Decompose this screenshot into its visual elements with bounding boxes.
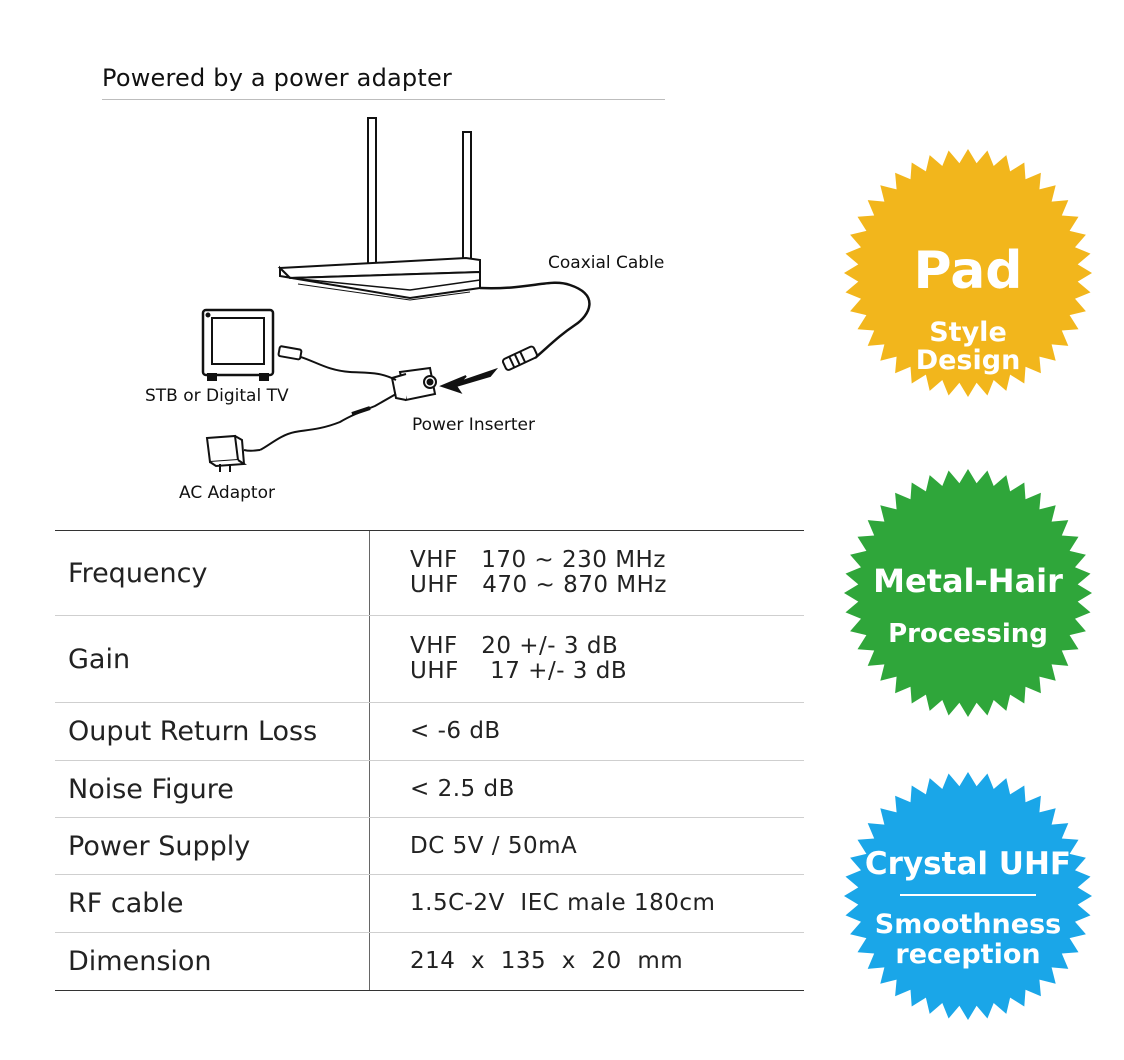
spec-value-line: < 2.5 dB (410, 775, 515, 802)
badge-subtitle: reception (895, 939, 1041, 970)
spec-value: < -6 dB (369, 703, 804, 760)
spec-row-rf-cable: RF cable 1.5C-2V IEC male 180cm (55, 875, 804, 933)
badge-divider (900, 894, 1036, 896)
spec-value: DC 5V / 50mA (369, 818, 804, 874)
spec-value-line: < -6 dB (410, 718, 501, 744)
power-inserter (390, 366, 437, 402)
spec-name: RF cable (68, 888, 184, 919)
coaxial-cable (479, 281, 591, 359)
badge-subtitle: Smoothness (874, 909, 1062, 940)
antenna-left (367, 117, 377, 269)
spec-name: Power Supply (68, 830, 251, 862)
ac-adaptor (205, 434, 261, 472)
antenna-device (277, 256, 481, 301)
spec-value-line: 214 x 135 x 20 mm (410, 948, 684, 974)
badge-title: Pad (913, 241, 1023, 301)
spec-row-gain: Gain VHF 20 +/- 3 dB UHF 17 +/- 3 dB (55, 616, 804, 703)
spec-name: Dimension (68, 946, 212, 977)
arrow-shape (439, 367, 499, 394)
badge-metal-hair: Metal-Hair Processing (842, 467, 1094, 719)
spec-value-line: VHF 170 ~ 230 MHz (410, 547, 666, 573)
spec-row-frequency: Frequency VHF 170 ~ 230 MHz UHF 470 ~ 87… (55, 531, 804, 616)
spec-row-return-loss: Ouput Return Loss < -6 dB (55, 703, 804, 761)
ac-adaptor-label: AC Adaptor (179, 483, 275, 503)
badge-subtitle: Design (915, 345, 1021, 376)
spec-value-line: UHF 17 +/- 3 dB (410, 658, 628, 684)
spec-value-line: VHF 20 +/- 3 dB (410, 633, 619, 659)
coaxial-cable-label: Coaxial Cable (548, 253, 665, 273)
spec-row-dimension: Dimension 214 x 135 x 20 mm (55, 933, 804, 990)
stb-label: STB or Digital TV (145, 386, 289, 406)
starburst-shape (844, 469, 1092, 717)
spec-name: Ouput Return Loss (68, 716, 318, 747)
badge-pad-style: Pad Style Design (842, 147, 1094, 399)
coax-plug (501, 345, 538, 371)
spec-value-line: DC 5V / 50mA (410, 832, 578, 859)
spec-name: Gain (68, 643, 131, 675)
spec-value-line: 1.5C-2V IEC male 180cm (410, 890, 716, 916)
spec-value: 214 x 135 x 20 mm (369, 933, 804, 990)
antenna-right (462, 131, 472, 271)
badge-subtitle: Processing (888, 619, 1048, 649)
spec-value: VHF 170 ~ 230 MHz UHF 470 ~ 870 MHz (369, 531, 804, 615)
starburst-shape (844, 772, 1092, 1020)
badge-subtitle: Style (929, 317, 1007, 348)
heading-divider (102, 99, 665, 100)
spec-table: Frequency VHF 170 ~ 230 MHz UHF 470 ~ 87… (55, 530, 804, 991)
setup-diagram: Coaxial Cable STB or Digital TV Power In… (130, 110, 690, 510)
spec-row-power-supply: Power Supply DC 5V / 50mA (55, 818, 804, 875)
badge-crystal-uhf: Crystal UHF Smoothness reception (842, 770, 1094, 1022)
tv-set (201, 308, 275, 381)
section-heading: Powered by a power adapter (102, 64, 453, 92)
badge-title: Crystal UHF (864, 846, 1072, 882)
spec-value-line: UHF 470 ~ 870 MHz (410, 572, 668, 598)
spec-name: Frequency (68, 557, 208, 589)
spec-value: < 2.5 dB (369, 761, 804, 817)
badge-title: Metal-Hair (873, 562, 1063, 600)
power-inserter-label: Power Inserter (412, 415, 536, 435)
spec-row-noise-figure: Noise Figure < 2.5 dB (55, 761, 804, 818)
setup-illustration (201, 117, 591, 472)
starburst-shape (844, 149, 1092, 397)
spec-value: VHF 20 +/- 3 dB UHF 17 +/- 3 dB (369, 616, 804, 702)
spec-value: 1.5C-2V IEC male 180cm (369, 875, 804, 932)
spec-name: Noise Figure (68, 773, 234, 805)
